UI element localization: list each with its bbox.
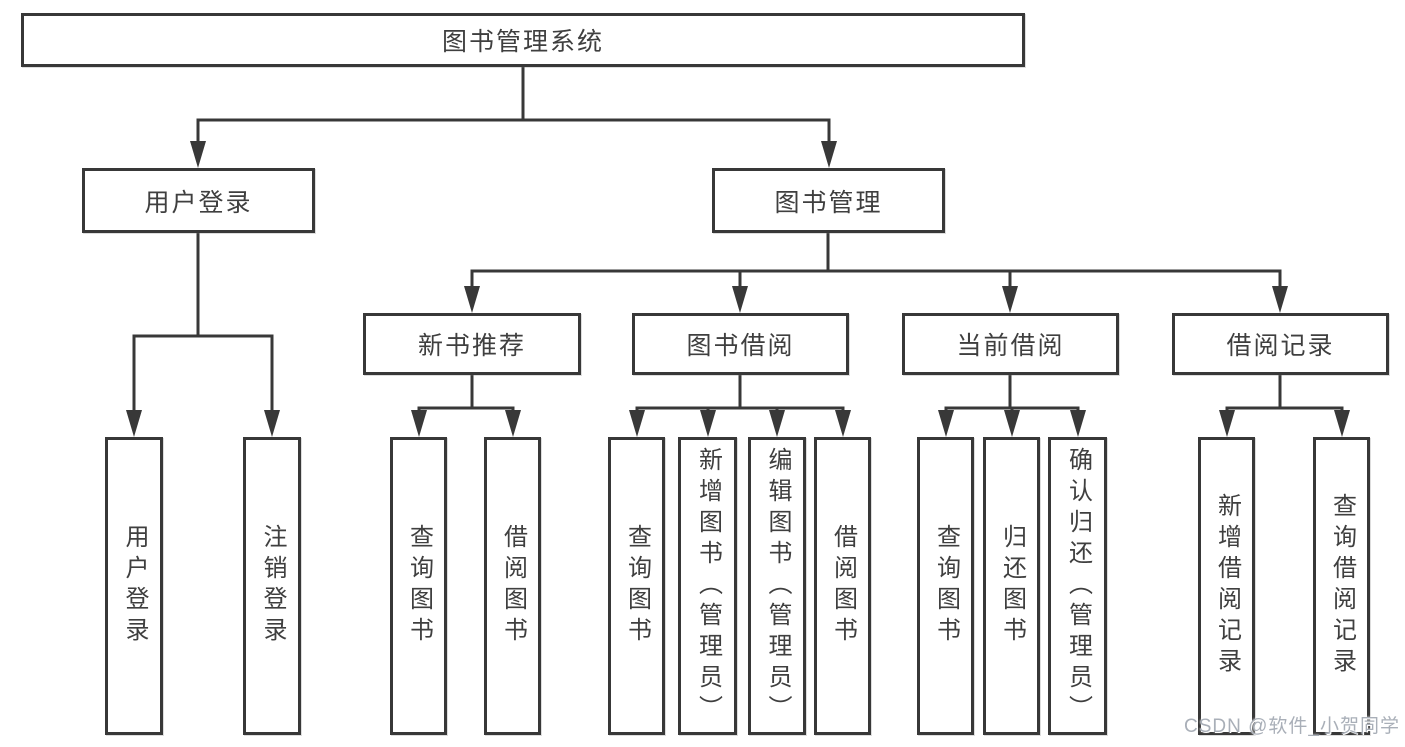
node-current-borrowing: 当前借阅 <box>902 313 1119 375</box>
arrowhead <box>264 410 280 437</box>
leaf-label: 查询借阅记录 <box>1328 493 1356 679</box>
connector-book-management-to-level3 <box>464 233 1288 313</box>
leaf-label: 归还图书 <box>998 524 1026 648</box>
connector-root-to-level2 <box>190 67 837 168</box>
arrowhead <box>732 286 748 313</box>
leaf-label: 确认归还（管理员） <box>1064 446 1092 726</box>
connector-borrowing-records-to-leaves <box>1219 375 1350 437</box>
leaf-borrowing-query-books: 查询图书 <box>608 437 665 735</box>
arrowhead <box>1272 286 1288 313</box>
leaf-current-return-books: 归还图书 <box>983 437 1040 735</box>
leaf-current-query-books: 查询图书 <box>917 437 974 735</box>
node-user-login: 用户登录 <box>82 168 315 233</box>
leaf-label: 查询图书 <box>623 524 651 648</box>
arrowhead <box>700 410 716 437</box>
arrowhead <box>821 141 837 168</box>
arrowhead <box>1002 286 1018 313</box>
leaf-label: 注销登录 <box>259 524 286 648</box>
arrowhead <box>769 410 785 437</box>
arrowhead <box>629 410 645 437</box>
leaf-user-login: 用户登录 <box>105 437 163 735</box>
leaf-label: 新增图书（管理员） <box>694 446 722 726</box>
leaf-label: 新增借阅记录 <box>1213 493 1241 679</box>
node-borrowing-records: 借阅记录 <box>1172 313 1389 375</box>
arrowhead <box>505 410 521 437</box>
leaf-label: 用户登录 <box>121 524 148 648</box>
connector-new-book-to-leaves <box>411 375 521 437</box>
arrowhead <box>126 410 142 437</box>
leaf-recommend-borrow-books: 借阅图书 <box>484 437 541 735</box>
arrowhead <box>464 286 480 313</box>
leaf-label: 编辑图书（管理员） <box>764 446 791 726</box>
arrowhead <box>938 410 954 437</box>
node-book-borrowing: 图书借阅 <box>632 313 849 375</box>
arrowhead <box>1004 410 1020 437</box>
leaf-borrowing-borrow-books: 借阅图书 <box>814 437 871 735</box>
arrowhead <box>411 410 427 437</box>
connector-user-login-to-leaves <box>126 233 280 437</box>
leaf-logout: 注销登录 <box>243 437 301 735</box>
leaf-borrowing-add-books-admin: 新增图书（管理员） <box>678 437 737 735</box>
arrowhead <box>835 410 851 437</box>
leaf-current-confirm-return-admin: 确认归还（管理员） <box>1048 437 1107 735</box>
csdn-watermark: CSDN @软件_小贺同学 <box>1184 716 1400 737</box>
arrowhead <box>1070 410 1086 437</box>
connector-current-borrowing-to-leaves <box>938 375 1086 437</box>
node-book-management: 图书管理 <box>712 168 945 233</box>
connector-book-borrowing-to-leaves <box>629 375 851 437</box>
node-new-book-recommend: 新书推荐 <box>363 313 581 375</box>
leaf-label: 借阅图书 <box>499 524 527 648</box>
leaf-label: 借阅图书 <box>829 524 857 648</box>
leaf-borrowing-edit-books-admin: 编辑图书（管理员） <box>748 437 806 735</box>
node-library-system: 图书管理系统 <box>21 13 1025 67</box>
arrowhead <box>1334 410 1350 437</box>
leaf-recommend-query-books: 查询图书 <box>390 437 447 735</box>
leaf-label: 查询图书 <box>405 524 433 648</box>
leaf-records-query-record: 查询借阅记录 <box>1313 437 1370 735</box>
leaf-label: 查询图书 <box>932 524 960 648</box>
arrowhead <box>190 141 206 168</box>
leaf-records-add-record: 新增借阅记录 <box>1198 437 1255 735</box>
arrowhead <box>1219 410 1235 437</box>
